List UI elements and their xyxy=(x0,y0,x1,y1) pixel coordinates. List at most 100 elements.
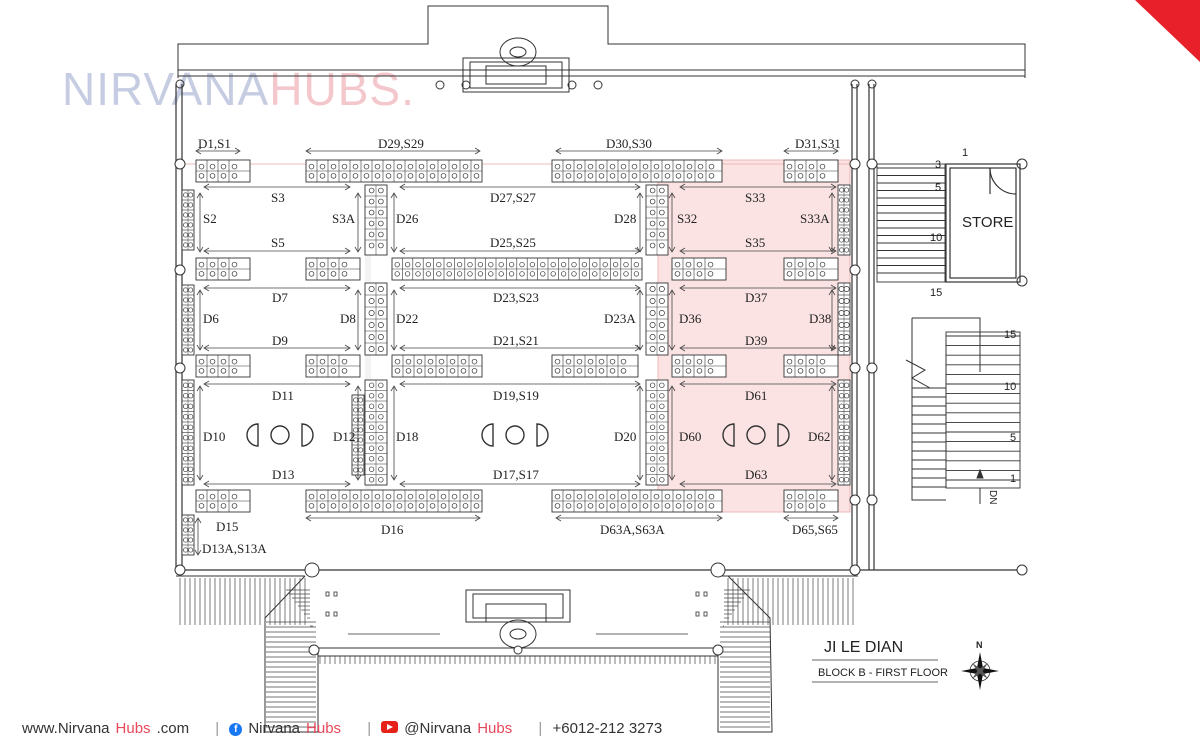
dimension-arrow xyxy=(783,147,839,155)
plan-label: S32 xyxy=(677,211,697,226)
table-set-left xyxy=(246,423,314,447)
dimension-arrow xyxy=(828,289,836,351)
compass-rose-icon xyxy=(961,652,999,690)
facebook-icon: f xyxy=(229,723,243,736)
top-pillars xyxy=(175,79,877,90)
storage-strip xyxy=(305,257,361,281)
dimension-arrow xyxy=(636,385,644,481)
dimension-arrow xyxy=(203,344,351,352)
storage-strip xyxy=(391,354,483,378)
plan-label: D62 xyxy=(808,429,830,444)
plan-label: D21,S21 xyxy=(493,333,539,348)
logo-dot: . xyxy=(401,63,415,115)
dimension-arrow xyxy=(399,284,641,292)
storage-strip xyxy=(195,354,251,378)
upper-staircase xyxy=(876,163,946,283)
plan-label: D26 xyxy=(396,211,419,226)
bottom-small-marks xyxy=(325,591,708,635)
plan-label: D8 xyxy=(340,311,356,326)
stair-number: 1 xyxy=(1010,473,1016,485)
dimension-arrow xyxy=(196,385,204,481)
storage-strip xyxy=(181,514,195,556)
plan-label: D10 xyxy=(203,429,225,444)
plan-label: D11 xyxy=(272,388,294,403)
storage-strip xyxy=(783,354,839,378)
plan-label: D23A xyxy=(604,311,636,326)
storage-strip xyxy=(195,489,251,513)
plan-label: D6 xyxy=(203,311,219,326)
dimension-arrow xyxy=(354,289,362,351)
dimension-arrow xyxy=(390,192,398,253)
storage-strip xyxy=(551,354,639,378)
storage-strip xyxy=(364,379,388,486)
dimension-arrow xyxy=(354,385,362,481)
stair-number: 10 xyxy=(1004,381,1016,393)
dimension-arrow xyxy=(390,289,398,351)
footer-separator: | xyxy=(538,720,543,737)
lower-staircase xyxy=(912,331,1021,489)
plan-label: D13A,S13A xyxy=(202,541,267,556)
plan-label: D38 xyxy=(809,311,831,326)
storage-strip xyxy=(364,184,388,256)
dimension-arrow xyxy=(354,192,362,253)
storage-strip xyxy=(305,159,483,183)
top-roof xyxy=(177,5,1026,93)
dimension-arrows xyxy=(194,147,839,556)
storage-strip xyxy=(551,489,723,513)
dimension-arrow xyxy=(636,192,644,253)
plan-label: D63 xyxy=(745,467,767,482)
plan-label: S5 xyxy=(271,235,285,250)
storage-strip xyxy=(195,257,251,281)
storage-strip xyxy=(783,257,839,281)
stair-number: 3 xyxy=(935,159,941,171)
dimension-arrow xyxy=(203,284,351,292)
table-sets xyxy=(246,423,790,447)
plan-label: D20 xyxy=(614,429,636,444)
dimension-arrow xyxy=(679,380,837,388)
storage-strip xyxy=(195,159,251,183)
storage-strip xyxy=(783,489,839,513)
dimension-arrow xyxy=(203,480,351,488)
dimension-arrow xyxy=(203,247,351,255)
dimension-arrow xyxy=(668,385,676,481)
dimension-arrow xyxy=(203,380,351,388)
dimension-arrow xyxy=(679,344,837,352)
plan-label: D17,S17 xyxy=(493,467,539,482)
storage-strip xyxy=(671,354,727,378)
storage-strip xyxy=(783,159,839,183)
dimension-arrow xyxy=(828,385,836,481)
plan-label: D29,S29 xyxy=(378,136,424,151)
stair-arrow-dn xyxy=(976,468,984,479)
dimension-arrow xyxy=(305,147,481,155)
store-room xyxy=(945,163,1021,283)
storage-strip xyxy=(645,379,669,486)
plan-label: D16 xyxy=(381,522,404,537)
storage-strip xyxy=(837,184,851,256)
dimension-arrow xyxy=(668,192,676,253)
table-set-right xyxy=(722,423,790,447)
plan-label: D31,S31 xyxy=(795,136,841,151)
plan-label: D36 xyxy=(679,311,702,326)
plan-label: D18 xyxy=(396,429,418,444)
stair-number: 5 xyxy=(1010,432,1016,444)
logo-text-accent: HUBS xyxy=(269,63,402,115)
plan-subtitle: BLOCK B - FIRST FLOOR xyxy=(818,667,948,679)
plan-label: S2 xyxy=(203,211,217,226)
storage-strip xyxy=(181,189,195,251)
dimension-arrow xyxy=(679,247,837,255)
dimension-arrow xyxy=(783,514,839,522)
plan-label: S3 xyxy=(271,190,285,205)
storage-strip xyxy=(181,284,195,356)
plan-label: D61 xyxy=(745,388,767,403)
bottom-pillars xyxy=(304,562,726,656)
dimension-arrow xyxy=(679,480,837,488)
plan-label: S3A xyxy=(332,211,356,226)
logo-text-main: NIRVANA xyxy=(62,63,270,115)
stair-number: 15 xyxy=(930,287,942,299)
dimension-arrow xyxy=(399,183,641,191)
phone-number[interactable]: +6012-212 3273 xyxy=(552,720,663,737)
